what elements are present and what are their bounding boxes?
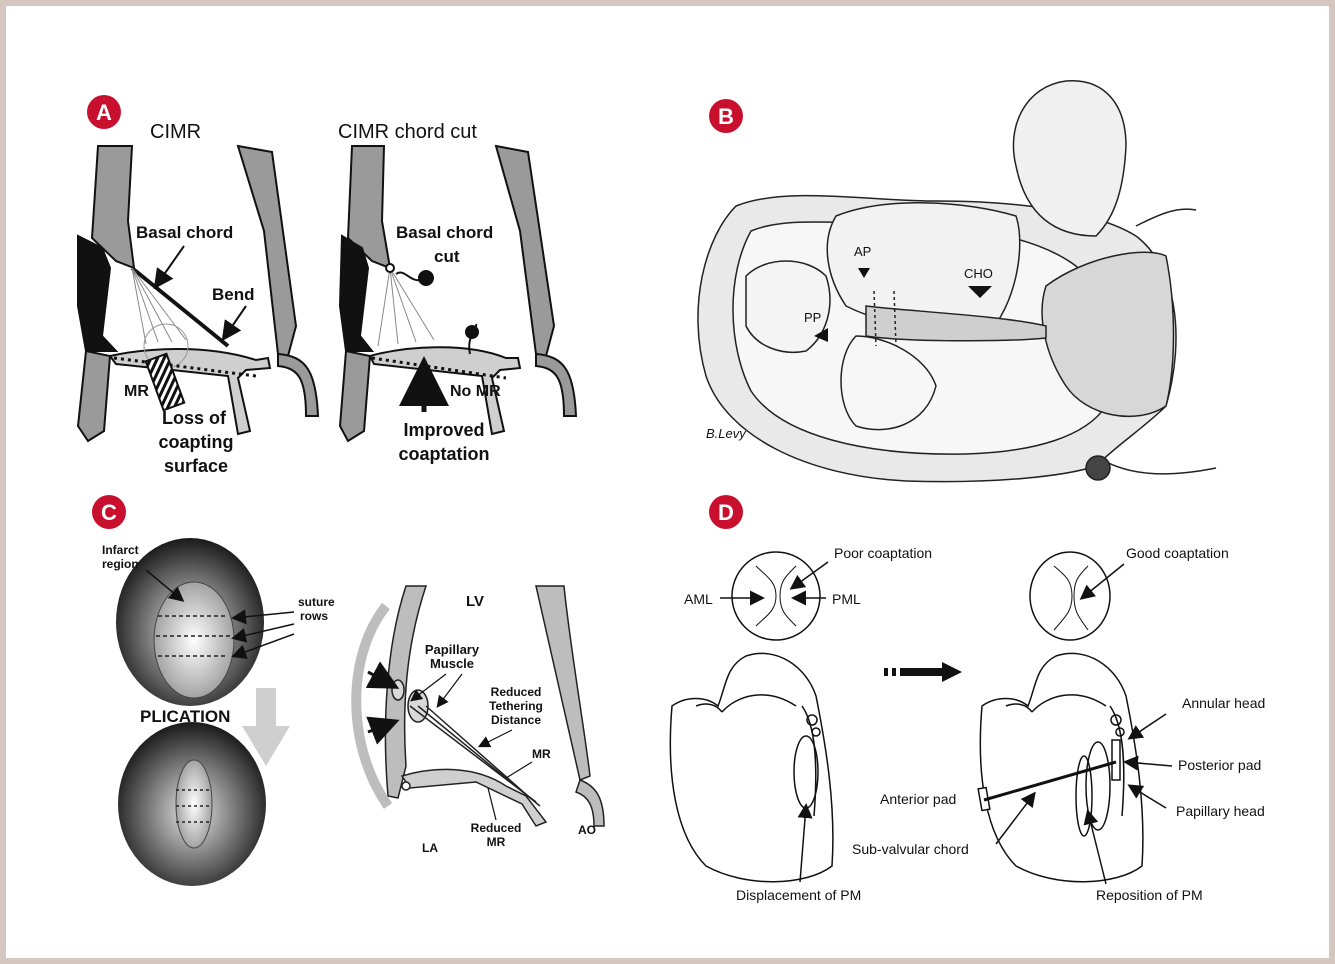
a-title-chord-cut: CIMR chord cut — [338, 121, 477, 143]
a-bend-label: Bend — [212, 285, 255, 304]
panel-d: D Poor coaptation AML PML Displacement o… — [670, 495, 1265, 903]
c-suture-line-1: suture — [298, 595, 335, 609]
panel-a: A CIMR CIMR chord cut Basal chord Bend M… — [78, 95, 576, 476]
a-loss-line-1: Loss of — [162, 408, 227, 428]
d-displacement-label: Displacement of PM — [736, 887, 861, 903]
svg-text:A: A — [96, 100, 112, 125]
c-tethering-arrow — [480, 730, 512, 746]
b-ap-label: AP — [854, 244, 871, 259]
a-cut-line-2: cut — [434, 247, 460, 266]
c-reduced-line-2: Tethering — [489, 699, 543, 713]
c-papillary-line-2: Muscle — [430, 656, 474, 671]
d-pml-label: PML — [832, 591, 861, 607]
a-mr-label: MR — [124, 383, 149, 400]
a-basal-chord-arrow — [156, 246, 184, 286]
d-valve-right — [1030, 552, 1110, 640]
a-title-cimr: CIMR — [150, 121, 201, 143]
a-no-mr-label: No MR — [450, 383, 501, 400]
c-suture-line-2: rows — [300, 609, 328, 623]
c-infarct-region — [154, 582, 234, 698]
badge-b: B — [709, 99, 743, 133]
b-pp-label: PP — [804, 310, 821, 325]
c-lv-drawing — [356, 586, 604, 826]
a-loss-line-3: surface — [164, 456, 228, 476]
d-posterior-label: Posterior pad — [1178, 757, 1261, 773]
c-reduced-mr-line-2: MR — [487, 835, 506, 849]
panel-b: B AP PP CHO B.Levy — [698, 81, 1216, 482]
badge-a: A — [87, 95, 121, 129]
a-cut-line-1: Basal chord — [396, 223, 493, 242]
d-heart-right — [978, 653, 1143, 881]
d-reposition-label: Reposition of PM — [1096, 887, 1203, 903]
a-loss-line-2: coapting — [159, 432, 234, 452]
panel-c: C Infarct region suture rows PLICATION — [92, 495, 604, 886]
c-reduced-mr-line-1: Reduced — [471, 821, 522, 835]
c-infarct-line-2: region — [102, 557, 139, 571]
c-papillary-arrow-2 — [438, 674, 462, 706]
c-ao-label: AO — [578, 823, 596, 837]
c-papillary-line-1: Papillary — [425, 642, 480, 657]
figure-frame: A CIMR CIMR chord cut Basal chord Bend M… — [6, 6, 1329, 958]
d-subvalvular-label: Sub-valvular chord — [852, 841, 969, 857]
d-papillary-label: Papillary head — [1176, 803, 1265, 819]
c-mr-label: MR — [532, 747, 551, 761]
d-annular-label: Annular head — [1182, 695, 1265, 711]
d-good-label: Good coaptation — [1126, 545, 1229, 561]
c-reduced-line-1: Reduced — [491, 685, 542, 699]
d-heart-left — [670, 653, 833, 881]
d-poor-label: Poor coaptation — [834, 545, 932, 561]
b-surgical-illustration — [698, 81, 1216, 482]
c-reduced-line-3: Distance — [491, 713, 541, 727]
d-transition-arrow — [884, 662, 962, 682]
badge-c: C — [92, 495, 126, 529]
d-anterior-label: Anterior pad — [880, 791, 956, 807]
c-papillary-arrow-1 — [412, 674, 446, 700]
figure-canvas: A CIMR CIMR chord cut Basal chord Bend M… — [6, 6, 1329, 958]
c-infarct-line-1: Infarct — [102, 543, 139, 557]
b-cho-label: CHO — [964, 266, 993, 281]
a-bend-arrow — [224, 306, 246, 338]
a-improved-line-1: Improved — [403, 420, 484, 440]
svg-text:B: B — [718, 104, 734, 129]
svg-text:C: C — [101, 500, 117, 525]
c-la-label: LA — [422, 841, 438, 855]
c-reduced-mr-line — [488, 788, 496, 820]
a-basal-chord-label: Basal chord — [136, 223, 233, 242]
badge-d: D — [709, 495, 743, 529]
c-lv-label: LV — [466, 593, 484, 610]
a-left-heart-drawing — [78, 146, 318, 441]
d-aml-label: AML — [684, 591, 713, 607]
a-improved-line-2: coaptation — [398, 444, 489, 464]
d-annular-arrow — [1130, 714, 1166, 738]
svg-text:D: D — [718, 500, 734, 525]
b-signature: B.Levy — [706, 426, 747, 441]
c-infarct-plicated — [176, 760, 212, 848]
c-mr-line — [506, 762, 532, 778]
